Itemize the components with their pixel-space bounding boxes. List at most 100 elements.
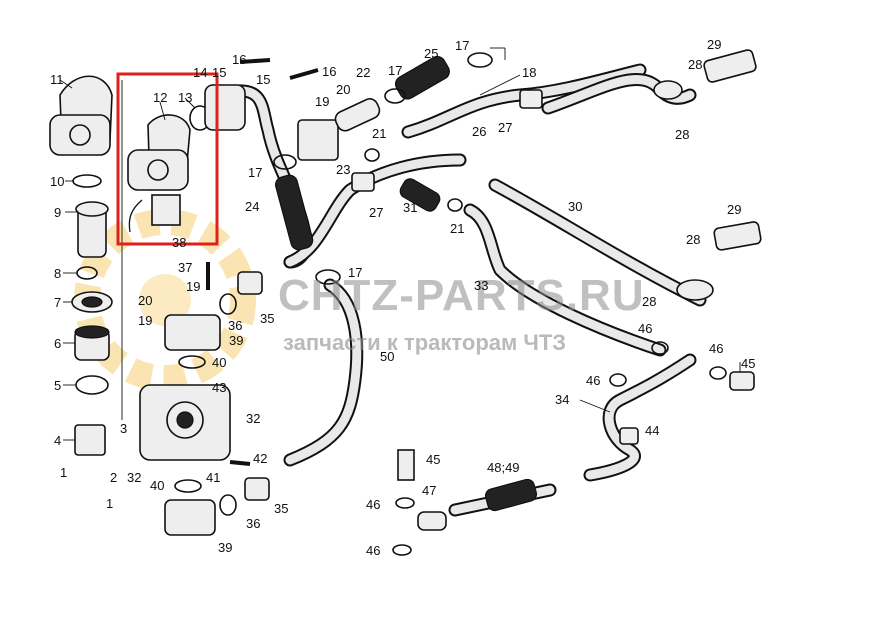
highlight-frame-12[interactable] xyxy=(116,72,219,246)
callout-18[interactable]: 18 xyxy=(522,65,536,80)
washer-46-d xyxy=(709,366,727,380)
parts-layer xyxy=(49,49,762,556)
callout-1-a[interactable]: 1 xyxy=(60,465,67,480)
connector-29-bottom xyxy=(713,221,762,251)
callout-46-c[interactable]: 46 xyxy=(586,373,600,388)
ring-36-lower xyxy=(219,494,237,516)
callout-28-d[interactable]: 28 xyxy=(642,294,656,309)
callout-32-a[interactable]: 32 xyxy=(246,411,260,426)
nut-35-upper xyxy=(237,271,263,295)
ring-36-upper xyxy=(219,293,237,315)
bolt-42 xyxy=(229,460,251,466)
callout-17-a[interactable]: 17 xyxy=(248,165,262,180)
callout-9[interactable]: 9 xyxy=(54,205,61,220)
callout-3[interactable]: 3 xyxy=(120,421,127,436)
callout-19-a[interactable]: 19 xyxy=(315,94,329,109)
callout-1-b[interactable]: 1 xyxy=(106,496,113,511)
bearing-7-bore xyxy=(81,296,103,308)
leader-18 xyxy=(479,74,521,96)
callout-46-b[interactable]: 46 xyxy=(366,543,380,558)
callout-35-b[interactable]: 35 xyxy=(274,501,288,516)
ring-5 xyxy=(75,375,109,395)
callout-46-e[interactable]: 46 xyxy=(709,341,723,356)
callout-25[interactable]: 25 xyxy=(424,46,438,61)
washer-46-b xyxy=(392,544,412,556)
callout-15-b[interactable]: 15 xyxy=(256,72,270,87)
callout-5[interactable]: 5 xyxy=(54,378,61,393)
callout-39-a[interactable]: 39 xyxy=(229,333,243,348)
callout-28-a[interactable]: 28 xyxy=(688,57,702,72)
callout-46-d[interactable]: 46 xyxy=(638,321,652,336)
callout-27-b[interactable]: 27 xyxy=(498,120,512,135)
callout-7[interactable]: 7 xyxy=(54,295,61,310)
callout-15-a[interactable]: 15 xyxy=(212,65,226,80)
callout-21-a[interactable]: 21 xyxy=(372,126,386,141)
ring-21-b xyxy=(447,198,463,212)
callout-50[interactable]: 50 xyxy=(380,349,394,364)
watermark-subtitle: запчасти к тракторам ЧТЗ xyxy=(283,330,566,355)
callout-23[interactable]: 23 xyxy=(336,162,350,177)
callout-42[interactable]: 42 xyxy=(253,451,267,466)
callout-30[interactable]: 30 xyxy=(568,199,582,214)
clamp-17-a xyxy=(273,154,297,170)
callout-41[interactable]: 41 xyxy=(206,470,220,485)
callout-24[interactable]: 24 xyxy=(245,199,259,214)
callout-28-b[interactable]: 28 xyxy=(675,127,689,142)
pump-43-shaft xyxy=(176,411,194,429)
flange-11-bore xyxy=(69,124,91,146)
callout-22[interactable]: 22 xyxy=(356,65,370,80)
fitting-28-right xyxy=(676,279,714,301)
callout-13[interactable]: 13 xyxy=(178,90,192,105)
callout-35-a[interactable]: 35 xyxy=(260,311,274,326)
callout-32-b[interactable]: 32 xyxy=(127,470,141,485)
callout-46-a[interactable]: 46 xyxy=(366,497,380,512)
callout-36-a[interactable]: 36 xyxy=(228,318,242,333)
callout-40-b[interactable]: 40 xyxy=(150,478,164,493)
bolt-45-left xyxy=(397,449,415,481)
callout-14[interactable]: 14 xyxy=(193,65,207,80)
callout-40-a[interactable]: 40 xyxy=(212,355,226,370)
callout-19-c[interactable]: 19 xyxy=(138,313,152,328)
callout-38[interactable]: 38 xyxy=(172,235,186,250)
callout-26[interactable]: 26 xyxy=(472,124,486,139)
callout-45-b[interactable]: 45 xyxy=(741,356,755,371)
callout-29-b[interactable]: 29 xyxy=(727,202,741,217)
callout-20-b[interactable]: 20 xyxy=(138,293,152,308)
hoses-layer xyxy=(274,55,538,512)
pipe-30-inner xyxy=(490,180,705,305)
callout-6[interactable]: 6 xyxy=(54,336,61,351)
callout-21-b[interactable]: 21 xyxy=(450,221,464,236)
callout-36-b[interactable]: 36 xyxy=(246,516,260,531)
callout-28-c[interactable]: 28 xyxy=(686,232,700,247)
callout-20-a[interactable]: 20 xyxy=(336,82,350,97)
leader-34 xyxy=(579,399,611,413)
clip-44 xyxy=(619,427,639,445)
callout-17-b[interactable]: 17 xyxy=(388,63,402,78)
callout-19-b[interactable]: 19 xyxy=(186,279,200,294)
callout-2[interactable]: 2 xyxy=(110,470,117,485)
callout-16-a[interactable]: 16 xyxy=(232,52,246,67)
callout-17-d[interactable]: 17 xyxy=(348,265,362,280)
callout-33[interactable]: 33 xyxy=(474,278,488,293)
callout-39-b[interactable]: 39 xyxy=(218,540,232,555)
fitting-47 xyxy=(417,511,447,531)
callout-48-49[interactable]: 48;49 xyxy=(487,460,520,475)
ring-40-upper xyxy=(178,355,206,369)
pipe-34-inner xyxy=(585,355,695,480)
callout-16-b[interactable]: 16 xyxy=(322,64,336,79)
callout-34[interactable]: 34 xyxy=(555,392,569,407)
callout-31[interactable]: 31 xyxy=(403,200,417,215)
callout-8[interactable]: 8 xyxy=(54,266,61,281)
callout-27-a[interactable]: 27 xyxy=(369,205,383,220)
callout-45-a[interactable]: 45 xyxy=(426,452,440,467)
callout-29-a[interactable]: 29 xyxy=(707,37,721,52)
callout-10[interactable]: 10 xyxy=(50,174,64,189)
callout-4[interactable]: 4 xyxy=(54,433,61,448)
callout-43[interactable]: 43 xyxy=(212,380,226,395)
callout-47[interactable]: 47 xyxy=(422,483,436,498)
callout-37[interactable]: 37 xyxy=(178,260,192,275)
callout-44[interactable]: 44 xyxy=(645,423,659,438)
callout-17-c[interactable]: 17 xyxy=(455,38,469,53)
callout-12[interactable]: 12 xyxy=(153,90,167,105)
callout-11[interactable]: 11 xyxy=(50,72,64,87)
